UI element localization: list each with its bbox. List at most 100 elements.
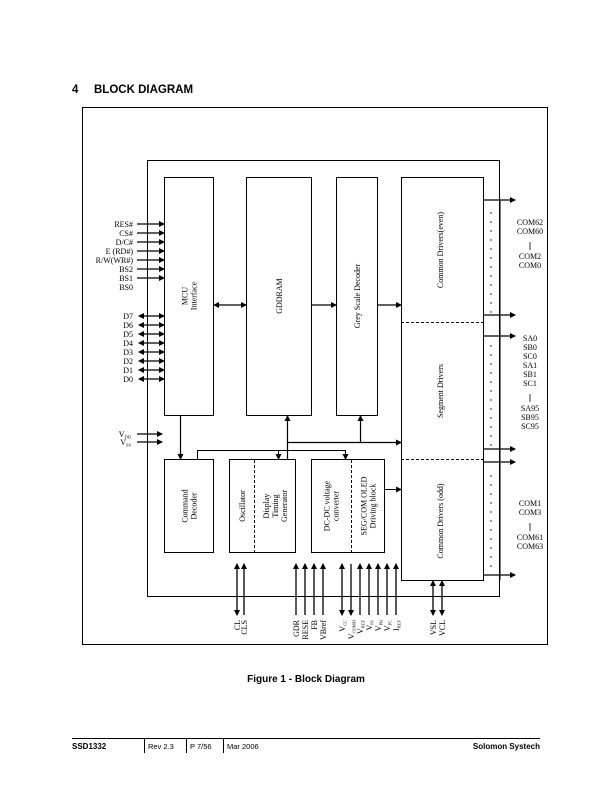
- oscillator-label: Oscillator: [238, 490, 247, 522]
- footer-divider: [186, 739, 187, 753]
- common-drivers-even-label: Common Drivers(even): [436, 212, 445, 289]
- data-pin-label: D4: [123, 339, 133, 348]
- segment-output-label: SC0: [523, 352, 537, 361]
- ellipsis-dot: [490, 221, 492, 223]
- bottom-pin-label: CL: [233, 620, 242, 630]
- bottom-pin-label: FB: [310, 620, 319, 630]
- data-pin-label: D1: [123, 366, 133, 375]
- display-timing-generator-label: Generator: [280, 490, 289, 522]
- footer-date: Mar 2006: [227, 742, 259, 751]
- bottom-pin-label: VP1: [365, 620, 375, 631]
- ellipsis-dot: [490, 266, 492, 268]
- ellipsis-dot: [490, 390, 492, 392]
- gddram-label: GDDRAM: [275, 278, 284, 314]
- bottom-pin-label: IREF: [392, 620, 402, 631]
- com-even-output-label: COM2: [519, 252, 541, 261]
- segment-drivers-label: Segment Drivers: [436, 364, 445, 418]
- bottom-pin-label: RESE: [301, 620, 310, 640]
- com-odd-output-label: COM61: [517, 533, 543, 542]
- control-pin-label: E (RD#): [106, 247, 134, 256]
- com-odd-output-label: COM3: [519, 508, 541, 517]
- grey-scale-decoder-block: [336, 177, 378, 416]
- com-odd-output-label: COM63: [517, 542, 543, 551]
- common-drivers-odd-label: Common Drivers (odd): [436, 483, 445, 558]
- mcu-interface-block: [164, 177, 214, 416]
- ellipsis-dot: [490, 399, 492, 401]
- ellipsis-dot: [490, 311, 492, 313]
- control-pin-label: BS1: [119, 274, 133, 283]
- bottom-pin-label: VCOMH: [347, 619, 357, 639]
- ellipsis-dot: [490, 493, 492, 495]
- section-number: 4: [72, 84, 79, 96]
- ellipsis-dot: [490, 230, 492, 232]
- section-title: BLOCK DIAGRAM: [94, 84, 194, 96]
- ellipsis-dot: [490, 520, 492, 522]
- data-pin-label: D5: [123, 330, 133, 339]
- power-pin-label: VDD: [119, 430, 132, 440]
- dcdc-converter-label: DC-DC voltage: [323, 480, 332, 531]
- control-pin-label: BS0: [119, 283, 133, 292]
- bottom-pin-label: CLS: [240, 620, 249, 635]
- ellipsis-dot: [490, 444, 492, 446]
- bottom-pin-label: VPB: [374, 620, 384, 631]
- ellipsis-dot: [490, 565, 492, 567]
- segment-output-label: SA1: [523, 361, 537, 370]
- ellipsis-dot: [490, 475, 492, 477]
- ellipsis-dot: [490, 556, 492, 558]
- command-decoder-block: [164, 459, 214, 553]
- control-pin-label: BS2: [119, 265, 133, 274]
- ellipsis-dot: [490, 538, 492, 540]
- ellipsis-dot: [490, 275, 492, 277]
- ellipsis-dot: [490, 484, 492, 486]
- ellipsis-dot: [490, 381, 492, 383]
- control-pin-label: R/W(WR#): [96, 256, 134, 265]
- grey-scale-decoder-label: Grey Scale Decoder: [353, 263, 362, 328]
- bottom-pin-label: GDR: [292, 619, 301, 637]
- ellipsis-dot: [490, 257, 492, 259]
- oscillator-timing-block: [229, 459, 296, 553]
- ellipsis-dot: [490, 426, 492, 428]
- segment-output-label: SA95: [521, 404, 539, 413]
- power-pin-label: VSS: [120, 438, 131, 448]
- segcom-driving-block-label: SEG/COM OLED: [360, 476, 369, 535]
- control-pin-label: CS#: [119, 229, 133, 238]
- segment-output-label: SC1: [523, 379, 537, 388]
- ellipsis-dot: [490, 302, 492, 304]
- ellipsis-dot: [490, 372, 492, 374]
- ellipsis-dot: [490, 284, 492, 286]
- ellipsis-dot: [490, 354, 492, 356]
- footer-part-number: SSD1332: [72, 742, 107, 751]
- ellipsis-dot: [490, 502, 492, 504]
- ellipsis-dot: [490, 345, 492, 347]
- bottom-pin-label: VBref: [319, 620, 328, 640]
- outer-frame: [82, 107, 548, 645]
- dcdc-converter-label: converter: [332, 491, 341, 522]
- footer-company: Solomon Systech: [472, 742, 540, 751]
- segment-output-label: SB0: [523, 343, 537, 352]
- ellipsis-dot: [490, 511, 492, 513]
- ellipsis-dot: [490, 435, 492, 437]
- cmd-bus: [197, 450, 346, 459]
- com-even-output-label: COM62: [517, 218, 543, 227]
- control-pin-label: RES#: [114, 220, 133, 229]
- ellipsis-dot: [490, 293, 492, 295]
- data-pin-label: D3: [123, 348, 133, 357]
- data-pin-label: D2: [123, 357, 133, 366]
- gddram-block: [246, 177, 312, 416]
- data-pin-label: D7: [123, 312, 133, 321]
- segment-output-label: SB1: [523, 370, 537, 379]
- ellipsis-dot: [490, 547, 492, 549]
- segment-output-label: SB95: [521, 413, 539, 422]
- command-decoder-label: Command: [181, 489, 190, 522]
- mcu-interface-label: MCU: [181, 287, 190, 305]
- com-odd-output-label: COM1: [519, 499, 541, 508]
- bottom-pin-label: VSL: [429, 620, 438, 635]
- segment-output-label: SA0: [523, 334, 537, 343]
- com-even-output-label: COM60: [517, 227, 543, 236]
- ellipsis-dot: [490, 248, 492, 250]
- bottom-pin-label: VCL: [438, 620, 447, 636]
- data-pin-label: D6: [123, 321, 133, 330]
- segcom-driving-block-label: Driving block: [369, 484, 378, 529]
- page-footer: SSD1332 Rev 2.3 P 7/56 Mar 2006 Solomon …: [72, 738, 540, 755]
- mcu-interface-label: Interface: [190, 281, 199, 310]
